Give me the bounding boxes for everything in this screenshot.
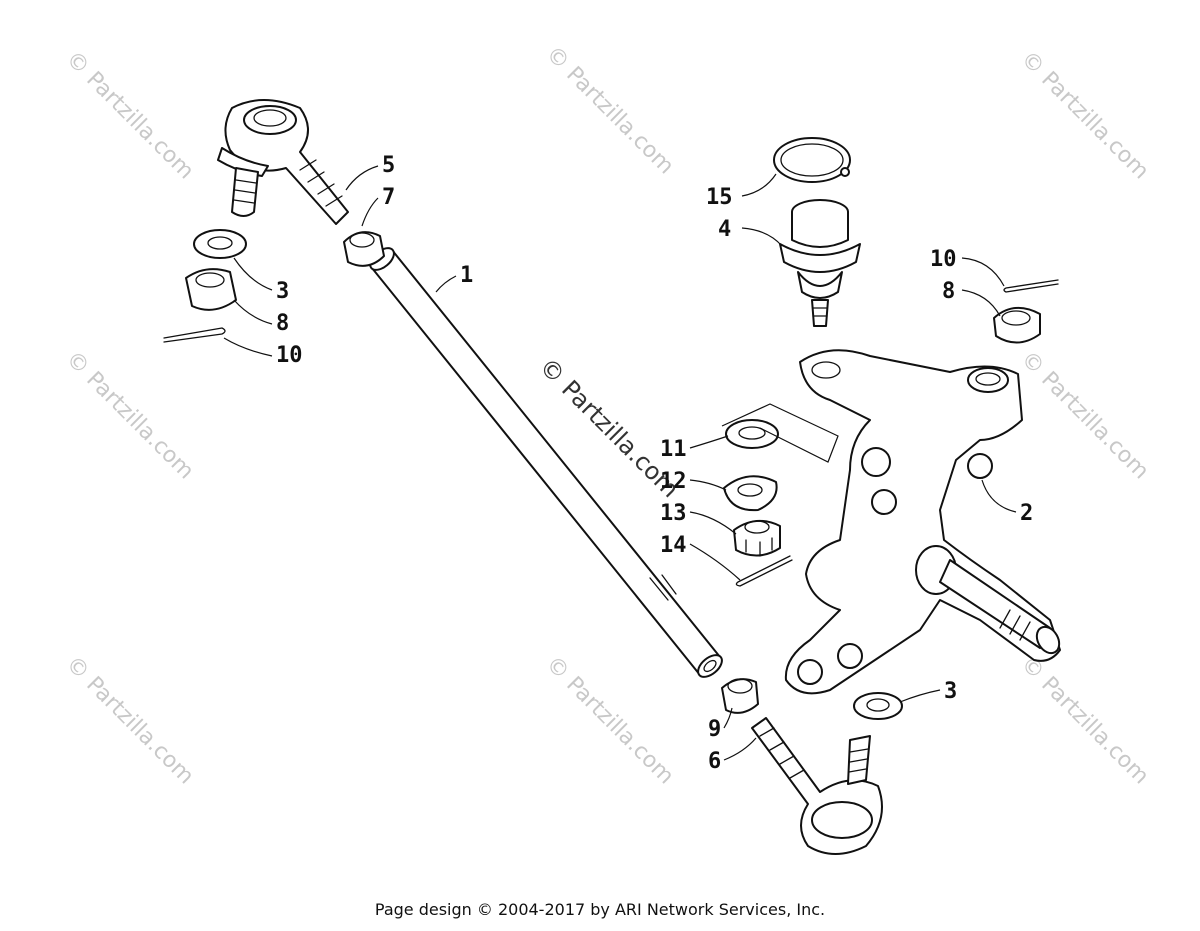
cotter-pin-left [163,327,226,343]
spring-washer-12 [723,475,778,512]
nut-right [993,307,1041,344]
callouts: 1 5 7 3 8 10 15 4 10 8 11 12 13 14 2 3 9 [223,153,1033,774]
callout-13: 13 [660,501,687,526]
ball-joint [779,199,861,327]
callout-3-left: 3 [276,279,289,304]
upper-tie-rod-end [217,99,349,225]
watermark: © Partzilla.com [1016,652,1154,790]
callout-3-right: 3 [944,679,957,704]
watermark: © Partzilla.com [61,347,199,485]
watermark: © Partzilla.com [1016,47,1154,185]
watermark: © Partzilla.com [541,42,679,180]
callout-1: 1 [460,263,473,288]
callout-14: 14 [660,533,687,558]
watermark: © Partzilla.com [61,652,199,790]
callout-6: 6 [708,749,721,774]
callout-15: 15 [706,185,733,210]
watermark: © Partzilla.com [61,47,199,185]
lower-tie-rod-end [751,717,883,855]
callout-10-left: 10 [276,343,303,368]
spacer-lower [721,678,759,714]
steering-knuckle [784,349,1061,695]
callout-8-left: 8 [276,311,289,336]
callout-5: 5 [382,153,395,178]
callout-9: 9 [708,717,721,742]
cotter-pin-right [1003,279,1059,293]
washer-right [853,692,903,720]
cotter-pin-14 [735,555,793,587]
watermark: © Partzilla.com [1016,347,1154,485]
washer-left [193,229,247,259]
callout-12: 12 [660,469,687,494]
callout-10-right: 10 [930,247,957,272]
callout-2: 2 [1020,501,1033,526]
washer-11 [725,419,779,449]
nut-left [185,268,237,311]
footer-copyright: Page design © 2004-2017 by ARI Network S… [374,900,826,919]
bracket-leader [721,403,839,463]
callout-11: 11 [660,437,687,462]
callout-4: 4 [718,217,731,242]
callout-8-right: 8 [942,279,955,304]
spacer-upper [343,231,385,267]
watermark: © Partzilla.com [541,652,679,790]
castle-nut-13 [733,519,781,557]
tie-rod-tube [369,247,723,678]
callout-7: 7 [382,185,395,210]
retaining-ring [773,137,851,183]
